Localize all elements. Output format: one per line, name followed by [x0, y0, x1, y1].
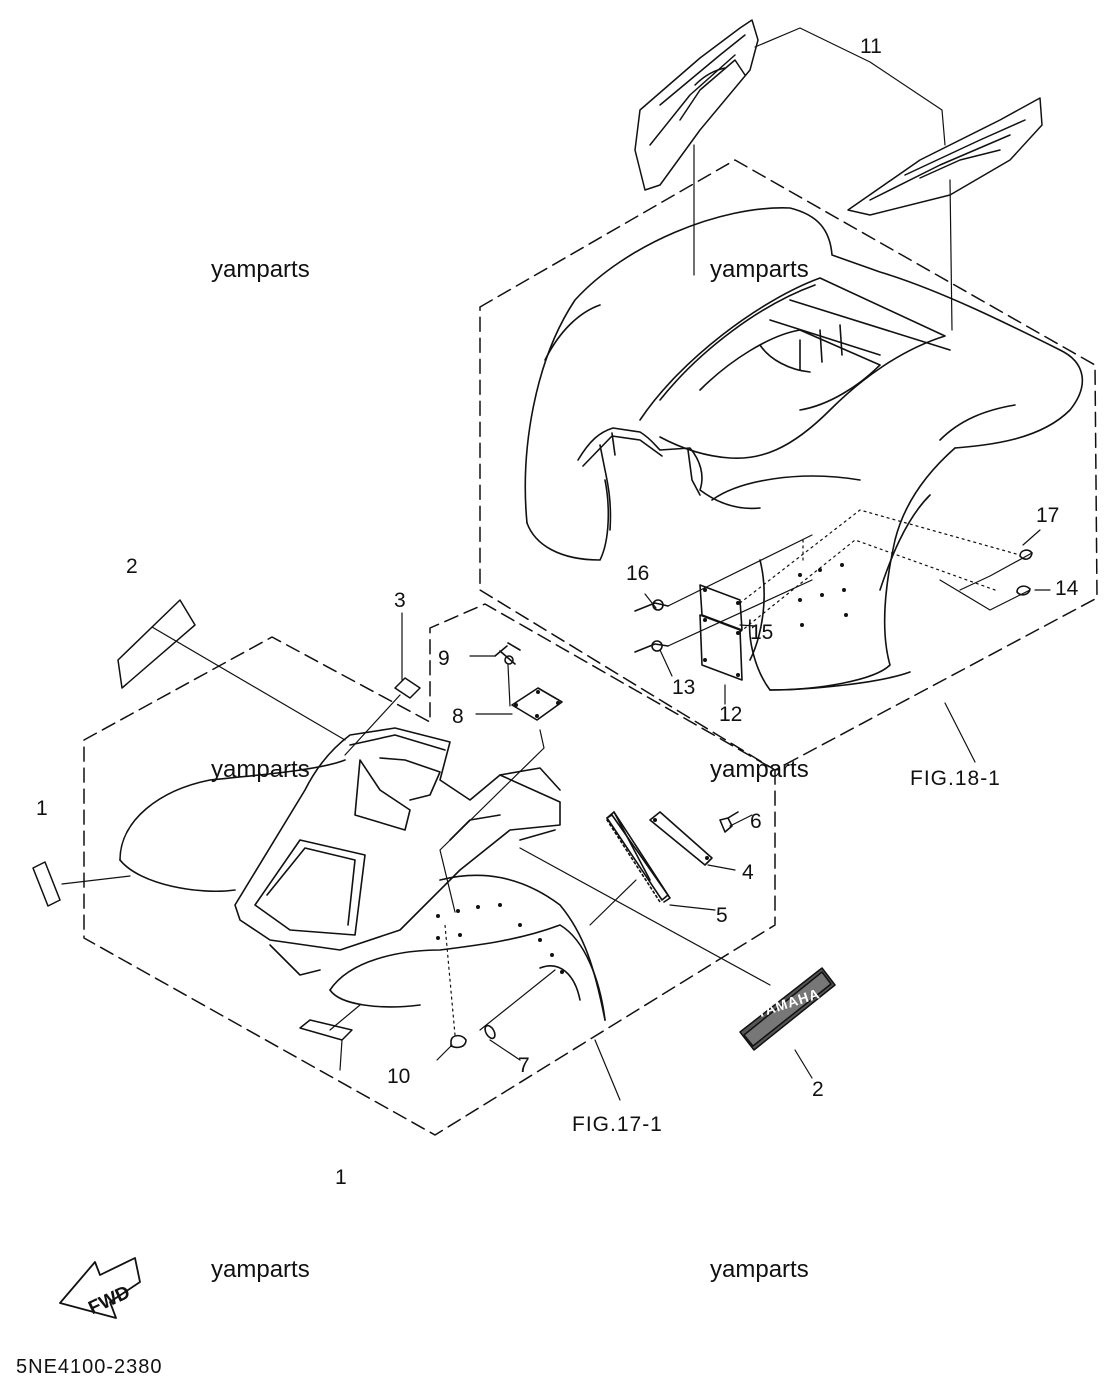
decal-3 — [394, 677, 421, 699]
yamaha-emblem-2 — [739, 967, 836, 1051]
callout-5: 5 — [716, 904, 728, 927]
gasket-5 — [606, 811, 671, 903]
watermark: yamparts — [710, 256, 809, 283]
callout-16: 16 — [626, 562, 650, 585]
watermark: yamparts — [211, 1256, 310, 1283]
callout-2-emblem: 2 — [812, 1078, 824, 1101]
callout-7: 7 — [518, 1054, 530, 1077]
callout-3: 3 — [394, 589, 406, 612]
callout-11: 11 — [860, 35, 882, 58]
callout-1-bottom: 1 — [335, 1166, 347, 1189]
callout-10: 10 — [387, 1065, 411, 1088]
leader-lines — [61, 27, 1051, 1101]
front-mudflap-holes — [436, 903, 564, 974]
figure-reference-front[interactable]: FIG.17-1 — [572, 1113, 663, 1136]
front-fender-assembly-box — [83, 603, 776, 1136]
callout-2-top: 2 — [126, 555, 138, 578]
callout-1-left: 1 — [36, 797, 48, 820]
callout-4: 4 — [742, 861, 754, 884]
front-fender — [119, 727, 606, 1021]
figure-reference-rear[interactable]: FIG.18-1 — [910, 767, 1001, 790]
plate-4 — [649, 811, 713, 866]
rear-graphic-decal-right — [847, 97, 1043, 216]
callout-15: 15 — [750, 621, 774, 644]
watermark: yamparts — [211, 756, 310, 783]
watermark: yamparts — [211, 256, 310, 283]
rear-graphic-decal-left — [634, 19, 759, 191]
rear-fender — [524, 207, 1084, 691]
callout-9: 9 — [438, 647, 450, 670]
rear-fender-assembly-box — [479, 159, 1098, 771]
watermark: yamparts — [710, 1256, 809, 1283]
rear-mudflap-holes — [798, 563, 848, 627]
diagram-code: 5NE4100-2380 — [16, 1356, 163, 1378]
callout-14: 14 — [1055, 577, 1079, 600]
decal-2-top — [117, 599, 196, 689]
watermark: yamparts — [710, 756, 809, 783]
decal-1-left — [32, 861, 61, 907]
rear-mudflap-plates — [699, 584, 743, 681]
callout-17: 17 — [1036, 504, 1060, 527]
decal-1-bottom — [299, 1019, 353, 1041]
callout-8: 8 — [452, 705, 464, 728]
front-plate-8 — [511, 687, 563, 721]
callout-12: 12 — [719, 703, 743, 726]
fwd-arrow-icon — [59, 1257, 141, 1319]
callout-6: 6 — [750, 810, 762, 833]
callout-13: 13 — [672, 676, 696, 699]
